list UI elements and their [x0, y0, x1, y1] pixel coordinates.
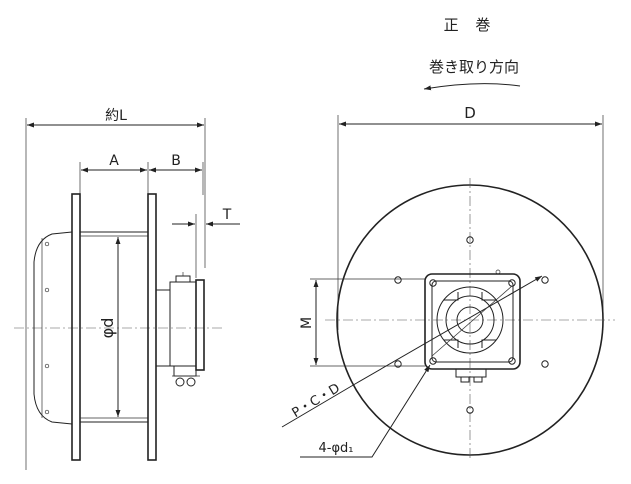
mounting-bracket [195, 279, 205, 371]
outer-diameter-label: D [464, 104, 476, 122]
drum-diameter-label: φd [98, 318, 117, 339]
mount-height-label: M [299, 317, 315, 329]
right-flange [147, 193, 157, 461]
mounting-plate [424, 273, 521, 370]
holes-leader [300, 364, 431, 458]
rotation-direction-arrow [423, 83, 521, 91]
overall-length-label: 約L [105, 108, 127, 124]
title-label: 正 巻 [444, 16, 497, 34]
dimension-t-label: T [222, 207, 232, 223]
holes-label: 4-φd₁ [318, 441, 353, 456]
rotation-direction-label: 巻き取り方向 [429, 58, 519, 76]
hub-outer [436, 286, 504, 354]
front-view: D M P [281, 104, 615, 460]
hub [169, 281, 197, 367]
dimension-a-label: A [109, 153, 119, 169]
pcd-label: P・C・D [290, 381, 343, 421]
dimension-b-label: B [171, 153, 181, 169]
left-flange [71, 193, 81, 461]
side-view: 約L A B T φd [14, 108, 240, 470]
pcd-leader [281, 275, 543, 428]
